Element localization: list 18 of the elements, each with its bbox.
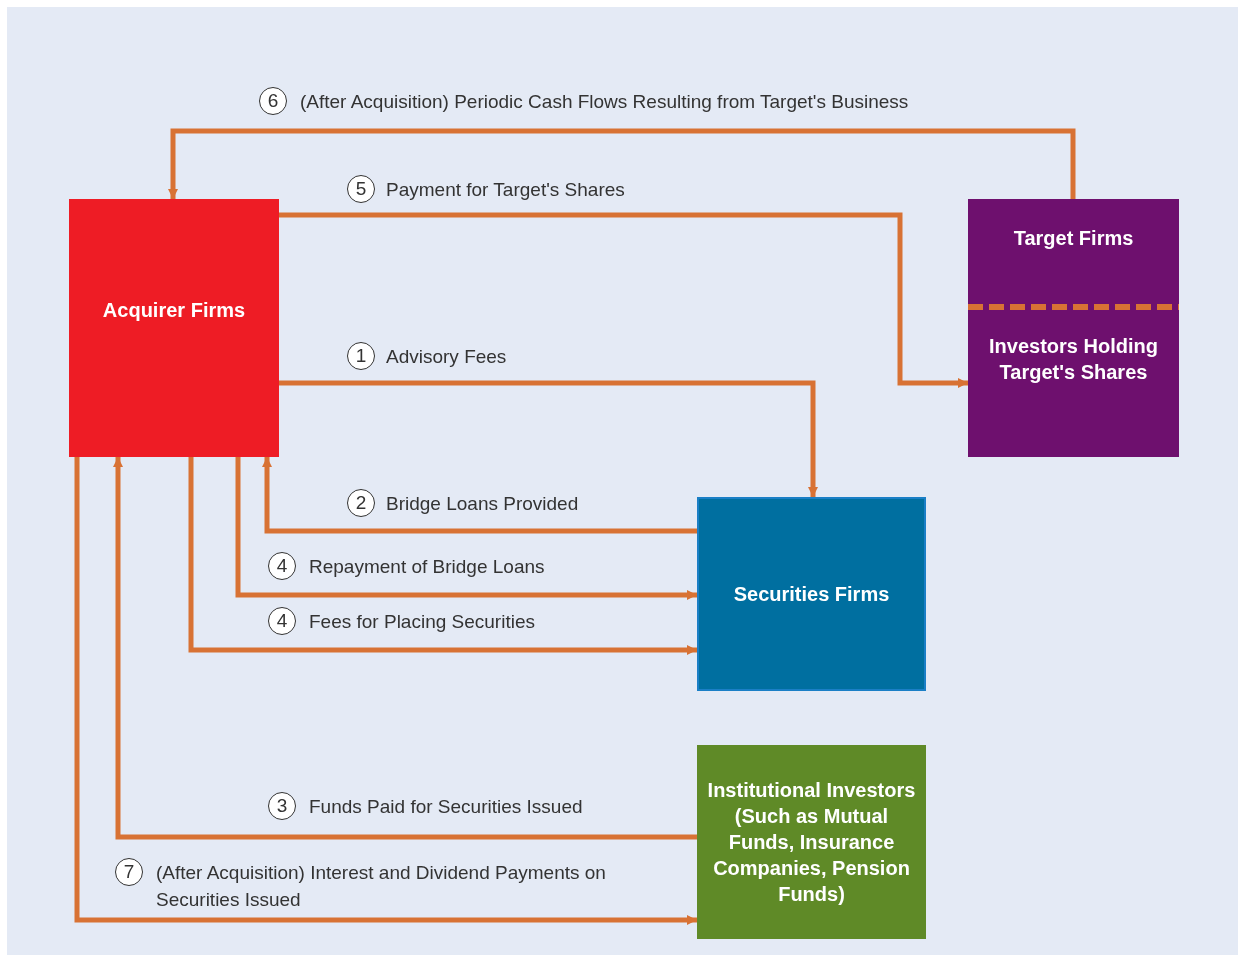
arrow bbox=[168, 128, 1076, 199]
arrow bbox=[262, 457, 697, 534]
node-label: Institutional Investors (Such as Mutual Funds, Insurance Companies, Pension Funds) bbox=[706, 778, 917, 907]
node-label: Target Firms bbox=[1013, 226, 1134, 251]
arrow bbox=[74, 457, 697, 925]
node-label: Securities Firms bbox=[733, 582, 890, 607]
arrow bbox=[113, 457, 697, 840]
node-label: Investors Holding Target's Shares bbox=[988, 334, 1159, 385]
process-box bbox=[697, 497, 926, 691]
process-box bbox=[69, 199, 279, 457]
process-box bbox=[697, 745, 926, 939]
arrow bbox=[188, 457, 697, 655]
arrow bbox=[235, 457, 697, 600]
node-label: Acquirer Firms bbox=[102, 298, 246, 323]
process-box bbox=[968, 307, 1179, 457]
process-box bbox=[968, 199, 1179, 307]
arrow bbox=[279, 380, 818, 497]
arrow bbox=[279, 212, 968, 388]
